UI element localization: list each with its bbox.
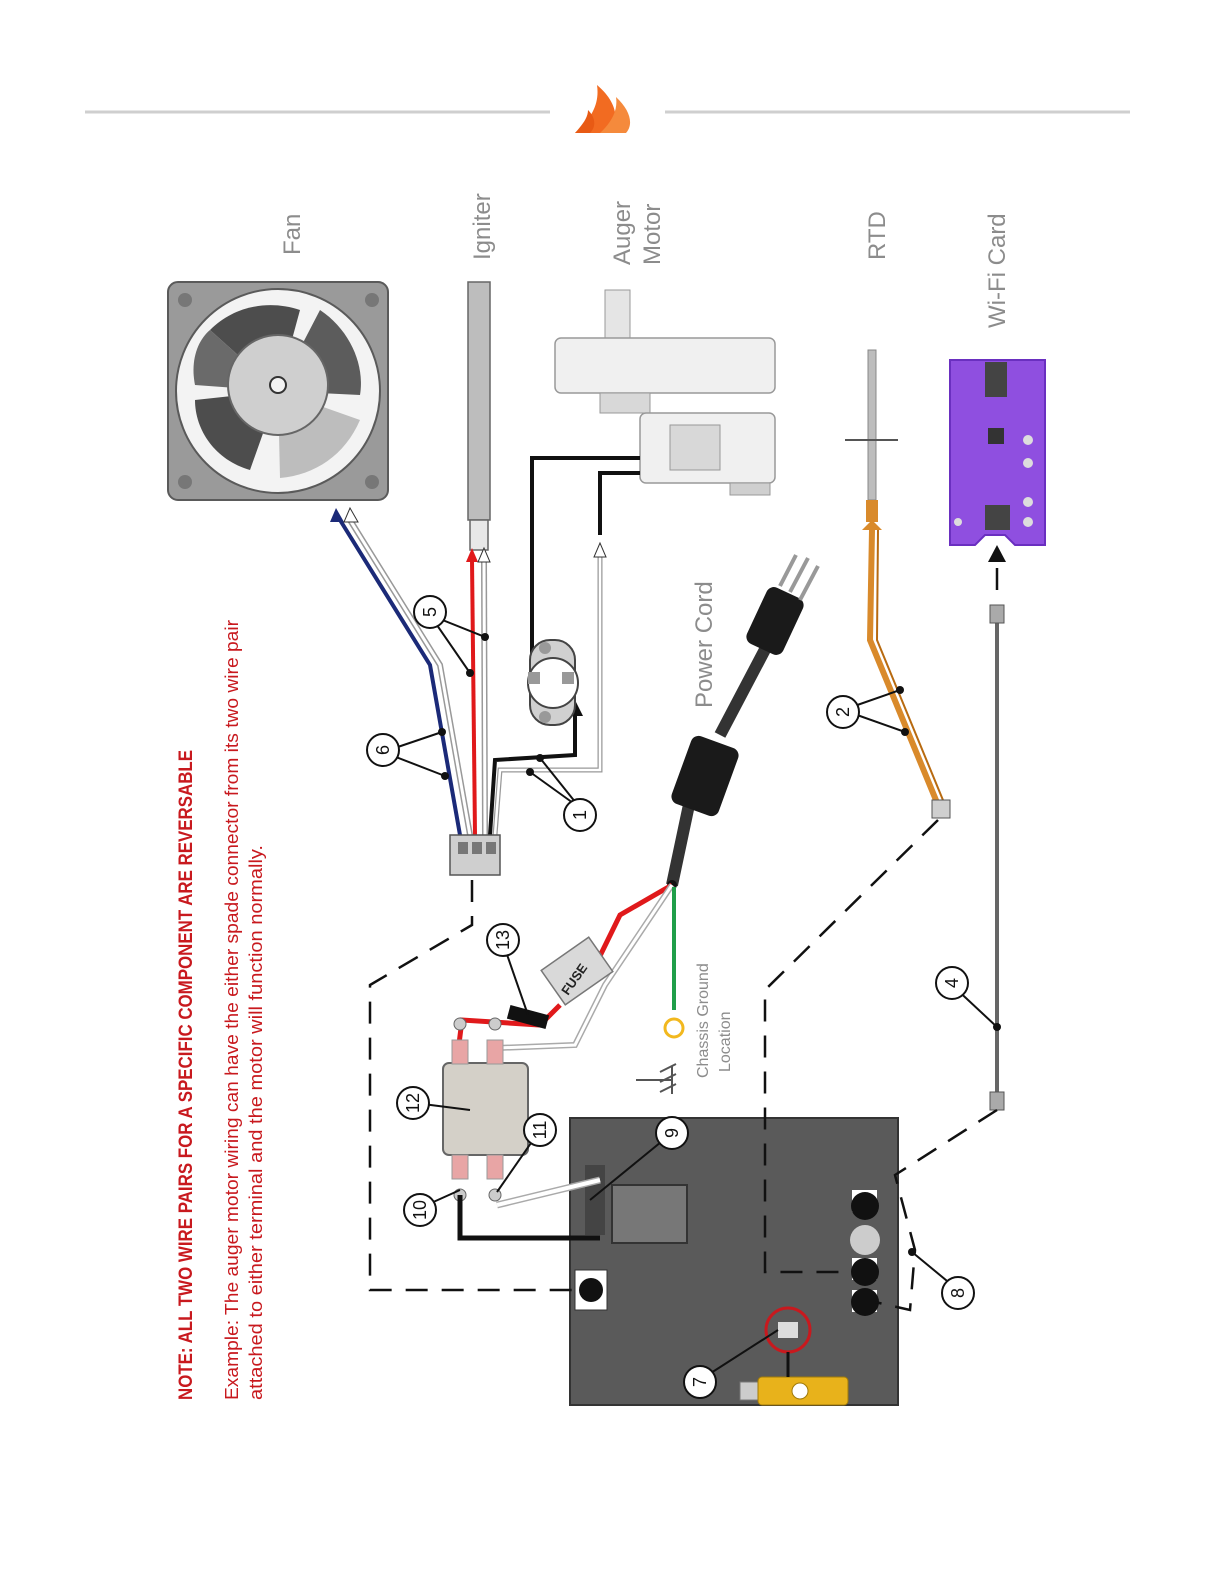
callout-2-text: 2 [833,707,853,717]
igniter-icon [467,281,491,551]
callout-8-text: 8 [948,1288,968,1298]
leader-dots [438,633,1001,1256]
fan-icon [167,281,389,501]
note-example-line2: attached to either terminal and the moto… [246,845,266,1400]
igniter-wires [466,546,491,836]
usb-drive-icon [739,1352,849,1406]
rtd-probe-icon [845,349,898,530]
dashed-rtd-to-board [763,819,939,1274]
rtd-wires [866,529,951,819]
chassis-ground-label-line1: Chassis Ground [695,963,712,1078]
callout-4: 4 [935,966,969,1000]
chassis-ground-icon [636,1017,685,1094]
note-heading: NOTE: ALL TWO WIRE PAIRS FOR A SPECIFIC … [176,750,197,1400]
fuse-icon [540,936,614,1006]
callout-6: 6 [366,733,400,767]
emi-filter-icon [442,1017,529,1202]
auger-motor-label-line1: Auger [609,201,636,265]
callout-4-text: 4 [942,978,962,988]
callout-7: 7 [683,1365,717,1399]
wifi-card-label: Wi-Fi Card [984,213,1011,328]
callout-12-text: 12 [403,1093,423,1113]
callout-13-text: 13 [493,930,513,950]
control-board-icon [569,1117,899,1406]
note-example-line1: Example: The auger motor wiring can have… [222,620,242,1400]
auger-motor-icon [554,289,776,496]
callout-1-text: 1 [570,810,590,820]
igniter-label: Igniter [469,193,496,260]
callout-13: 13 [486,923,520,957]
callout-6-text: 6 [373,745,393,755]
fan-label: Fan [279,214,306,255]
callout-2: 2 [826,695,860,729]
callout-11-text: 11 [530,1121,550,1140]
dashed-harness-to-board [368,880,575,1292]
callout-9: 9 [655,1116,689,1150]
callout-1: 1 [563,798,597,832]
callout-8: 8 [941,1276,975,1310]
chassis-ground-label-line2: Location [717,1012,734,1073]
callout-10: 10 [403,1193,437,1227]
callout-7-text: 7 [690,1377,710,1387]
power-cord-label: Power Cord [691,581,718,708]
callout-11: 11 [523,1113,557,1147]
power-cord-icon [666,554,820,890]
thermal-switch-icon [527,639,579,726]
callout-5: 5 [413,595,447,629]
callout-10-text: 10 [410,1200,430,1220]
harness-connector-icon [449,834,501,876]
wifi-card-icon [949,359,1046,546]
rtd-label: RTD [864,211,891,260]
board-wires [457,1176,601,1241]
fan-wires [330,506,473,836]
callout-9-text: 9 [662,1128,682,1138]
callout-5-text: 5 [420,607,440,617]
callout-12: 12 [396,1086,430,1120]
flame-logo-icon [575,85,631,133]
auger-motor-label-line2: Motor [639,204,666,265]
header [85,85,1130,133]
